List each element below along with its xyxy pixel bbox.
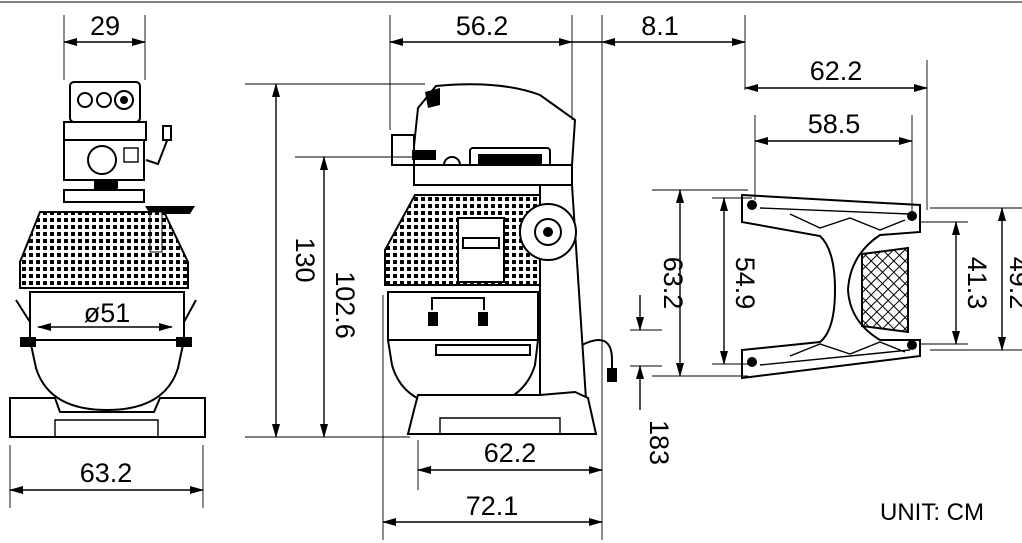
front-hub-icon — [87, 145, 117, 175]
dim-cord-height: 183 — [630, 295, 674, 465]
dim-base-outer-width-label: 62.2 — [810, 56, 863, 86]
base-foot-front-right — [747, 357, 757, 367]
side-base — [406, 390, 598, 435]
front-lever — [145, 137, 169, 166]
base-mesh-plate — [861, 246, 909, 334]
dim-overall-depth-label: 72.1 — [466, 491, 519, 521]
base-foot-rear-left — [907, 211, 917, 221]
dim-front-base: 63.2 — [9, 445, 204, 508]
dim-base-inner-width: 58.5 — [754, 109, 913, 212]
dim-rear-outer: 49.2 — [930, 207, 1022, 351]
side-power-cord — [581, 339, 613, 375]
dim-front-base-label: 63.2 — [80, 458, 133, 488]
dim-overall-depth: 72.1 — [382, 295, 603, 540]
front-base — [9, 397, 206, 438]
front-head-panel — [69, 81, 141, 123]
front-knob-left — [77, 92, 93, 108]
front-nameplate — [94, 181, 118, 190]
side-view — [384, 83, 617, 435]
dim-base-inner-depth: 54.9 — [712, 197, 760, 365]
dim-cord-height-label: 183 — [644, 420, 674, 465]
unit-label: UNIT: CM — [880, 499, 984, 526]
dim-bowl-height-label: 102.6 — [330, 271, 360, 339]
dim-base-inner-width-label: 58.5 — [808, 109, 861, 139]
dim-overall-height-label: 130 — [290, 237, 320, 282]
dim-base-inner-depth-label: 54.9 — [730, 257, 760, 310]
base-view — [741, 193, 921, 380]
dim-front-top: 29 — [63, 11, 146, 80]
front-upper-body — [63, 121, 147, 141]
dim-side-depth: 56.2 — [389, 11, 573, 130]
base-foot-front-left — [747, 200, 757, 210]
front-knob-mid — [96, 92, 112, 108]
dim-base-outer-width: 62.2 — [744, 56, 928, 210]
front-view — [9, 81, 206, 438]
dim-rear-inner: 41.3 — [920, 221, 992, 345]
front-bowl-guard — [19, 211, 189, 289]
dim-front-top-label: 29 — [90, 11, 120, 41]
dim-rear-inner-label: 41.3 — [962, 257, 992, 310]
dim-bowl-diameter: ø51 — [37, 296, 173, 331]
side-bowl-rim — [387, 291, 539, 341]
dim-handle-offset-label: 8.1 — [641, 11, 679, 41]
dim-base-depth-label: 62.2 — [484, 438, 537, 468]
dim-bowl-diameter-label: ø51 — [84, 298, 131, 328]
dim-bowl-height: 102.6 — [295, 156, 415, 438]
dim-handle-offset: 8.1 — [572, 11, 746, 440]
dim-base-depth: 62.2 — [417, 438, 603, 490]
front-knob-right — [114, 90, 134, 110]
dim-overall-height: 130 — [245, 83, 425, 438]
dim-base-outer-depth-label: 63.2 — [658, 257, 688, 310]
base-foot-rear-right — [907, 340, 917, 350]
side-head — [410, 83, 577, 166]
front-bowl — [28, 339, 186, 412]
dim-side-depth-label: 56.2 — [456, 11, 509, 41]
dim-base-outer-depth: 63.2 — [652, 189, 748, 377]
dim-rear-outer-label: 49.2 — [1004, 257, 1022, 310]
side-handle — [391, 134, 415, 166]
